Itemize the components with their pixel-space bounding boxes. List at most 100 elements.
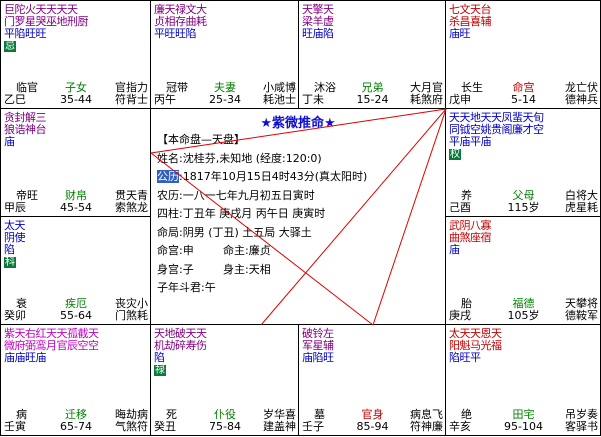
palace-name: 仆役 (214, 408, 236, 421)
ganzhi: 乙巳 (4, 93, 26, 106)
brightness-row: 平旺旺陷 (154, 27, 197, 40)
stars-row-1: 破铃左 (302, 327, 334, 340)
palace-name: 官身 (361, 408, 384, 421)
minor-stars-b: 耗煞府 (410, 93, 443, 106)
stars-row-1: 贪封解三 (4, 111, 47, 124)
stars-row-1: 太天 (4, 219, 26, 232)
age-range: 5-14 (511, 93, 536, 106)
stars-row-2: 军星辅 (302, 339, 334, 352)
stars-row-2: 同钺空姚贵阁廉才空 (449, 123, 544, 136)
sihua-badge: 科 (4, 257, 16, 268)
changsheng-stage: 绝 (461, 408, 472, 421)
sihua-badge: 禄 (154, 365, 166, 376)
age-range: 15-24 (356, 93, 389, 106)
stars-row-1: 廉天禄文大 (154, 3, 207, 16)
brightness-row: 庙庙旺庙 (4, 351, 47, 364)
age-range: 25-34 (209, 93, 241, 106)
changsheng-stage: 冠带 (166, 81, 188, 94)
minor-stars-a: 白将大 (565, 189, 598, 202)
ganzhi: 己酉 (449, 201, 471, 214)
shen-gong: 身宫:子 (157, 262, 194, 276)
minor-stars-a: 龙亡伏 (565, 81, 598, 94)
ganzhi: 丙午 (154, 93, 176, 106)
minor-stars-b: 建盖神 (263, 420, 296, 433)
changsheng-stage: 墓 (314, 408, 325, 421)
minor-stars-a: 晦劫病 (115, 408, 148, 421)
palace-name: 财帛 (65, 189, 87, 202)
gregorian-label: 公历 (157, 170, 179, 183)
minor-stars-a: 天攀将 (565, 297, 598, 310)
changsheng-stage: 沐浴 (314, 81, 336, 94)
changsheng-stage: 帝旺 (16, 189, 38, 202)
ganzhi: 癸丑 (154, 420, 176, 433)
ganzhi: 丁未 (302, 93, 324, 106)
minor-stars-a: 贯天青 (115, 189, 148, 202)
age-range: 105岁 (507, 309, 540, 322)
stars-row-1: 七文天台 (449, 3, 492, 16)
stars-row-2: 阳魁马光福 (449, 339, 502, 352)
info-header: 【本命盘—天盘】 (157, 133, 245, 146)
minor-stars-b: 气煞符 (115, 420, 148, 433)
palace-name: 福德 (512, 297, 535, 310)
minor-stars-a: 小咸博 (263, 81, 296, 94)
birth-info: 【本命盘—天盘】 姓名:沈桂芬,未知地 (经度:120:0) 公历:1817年1… (157, 131, 367, 298)
changsheng-stage: 死 (166, 408, 177, 421)
stars-row-2: 贞相存曲耗 (154, 15, 207, 28)
brightness-row: 庙陷旺 (302, 351, 334, 364)
sihua-badge: 权 (449, 149, 461, 160)
center-info-panel: ★紫微推命★ 【本命盘—天盘】 姓名:沈桂芬,未知地 (经度:120:0) 公历… (151, 109, 446, 325)
ganzhi: 癸卯 (4, 309, 26, 322)
ming-gong: 命宫:申 (157, 244, 194, 257)
changsheng-stage: 长生 (461, 81, 483, 94)
palace-name: 田宅 (512, 408, 535, 421)
info-gregorian: 公历:1817年10月15日4时43分(真太阳时) (157, 168, 367, 187)
stars-row-1: 天地破天天 (154, 327, 207, 340)
stars-row-1: 天天地天天凤蜚天旬 (449, 111, 544, 124)
minor-stars-b: 索煞龙 (115, 201, 148, 214)
brightness-row: 庙旺 (449, 27, 471, 40)
stars-row-2: 梁羊虚 (302, 15, 334, 28)
age-range: 55-64 (60, 309, 92, 322)
stars-row-2: 杀昌喜辅 (449, 15, 492, 28)
brightness-row: 平陷旺旺 (4, 27, 47, 40)
minor-stars-b: 客驿书 (565, 420, 598, 433)
brightness-row: 平庙平庙 (449, 135, 492, 148)
brightness-row: 庙 (4, 135, 15, 148)
minor-stars-b: 德神兵 (565, 93, 598, 106)
minor-stars-b: 耗池士 (263, 93, 296, 106)
palace-name: 疾厄 (65, 297, 87, 310)
stars-row-2: 微府弼鸾月官辰空空 (4, 339, 99, 352)
palace-name: 命宫 (512, 81, 535, 94)
stars-row-2: 阴使 (4, 231, 26, 244)
minor-stars-a: 官指力 (115, 81, 148, 94)
info-doujun: 子年斗君:午 (157, 281, 216, 294)
minor-stars-a: 大月官 (410, 81, 443, 94)
changsheng-stage: 临官 (16, 81, 38, 94)
ming-zhu: 命主:廉贞 (223, 244, 271, 257)
ganzhi: 壬寅 (4, 420, 26, 433)
stars-row-2: 门罗星哭巫地刑厨 (4, 15, 89, 28)
chart-title: ★紫微推命★ (260, 116, 336, 131)
age-range: 35-44 (60, 93, 92, 106)
palace-name: 兄弟 (361, 81, 384, 94)
stars-row-1: 天擎天 (302, 3, 334, 16)
info-lunar: 农历:一八一七年九月初五日寅时 (157, 188, 315, 202)
palace-name: 夫妻 (214, 81, 236, 94)
brightness-row: 庙 (449, 243, 460, 256)
minor-stars-b: 符背士 (115, 93, 148, 106)
ganzhi: 甲辰 (4, 201, 26, 214)
minor-stars-a: 病息飞 (410, 408, 443, 421)
stars-row-2: 狼诰神台 (4, 123, 47, 136)
